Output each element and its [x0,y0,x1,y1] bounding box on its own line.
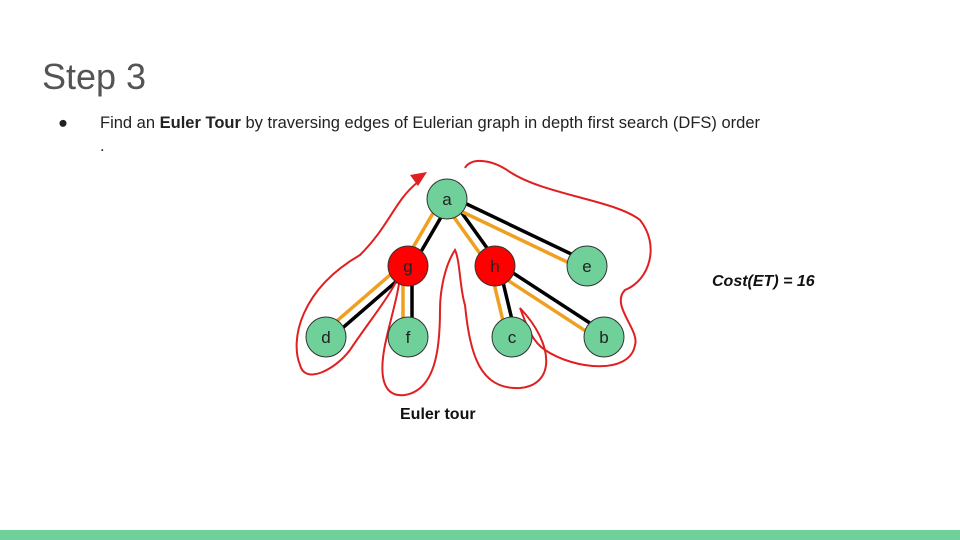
node-circle-e [566,245,608,287]
node-label-f: f [406,328,411,347]
node-a: a [426,178,468,220]
bullet-text-bold: Euler Tour [159,114,241,132]
bullet-marker: ● [58,114,68,132]
node-h: h [474,245,516,287]
node-c: c [491,316,533,358]
node-label-c: c [508,328,517,347]
bullet-text: Find an Euler Tour by traversing edges o… [100,112,760,158]
bottom-accent-bar [0,530,960,540]
euler-tour-label: Euler tour [400,406,476,423]
graph-nodes: a g h e d f c b [305,178,625,358]
tree-edge-a-e [447,193,590,264]
node-b: b [583,316,625,358]
node-label-g: g [403,257,412,276]
slide-title: Step 3 [42,56,147,97]
node-circle-d [305,316,347,358]
node-e: e [566,245,608,287]
node-label-b: b [599,328,608,347]
node-f: f [387,316,429,358]
duplicate-edge-a-e [444,201,586,273]
node-circle-h [474,245,516,287]
node-label-d: d [321,328,330,347]
node-circle-g [387,245,429,287]
tree-edge-h-b [496,261,608,336]
bullet-text-after: by traversing edges of Eulerian graph in… [100,114,761,155]
node-label-e: e [582,257,591,276]
duplicate-edge-h-b [491,268,603,343]
node-circle-c [491,316,533,358]
matching-edges [321,195,603,343]
node-label-a: a [442,190,452,209]
tour-arrowhead [410,172,427,186]
node-label-h: h [490,257,499,276]
euler-tour-path [295,160,652,397]
node-g: g [387,245,429,287]
node-d: d [305,316,347,358]
node-circle-f [387,316,429,358]
cost-label: Cost(ET) = 16 [712,273,815,290]
node-circle-b [583,316,625,358]
node-circle-a [426,178,468,220]
bullet-text-before: Find an [100,114,160,132]
